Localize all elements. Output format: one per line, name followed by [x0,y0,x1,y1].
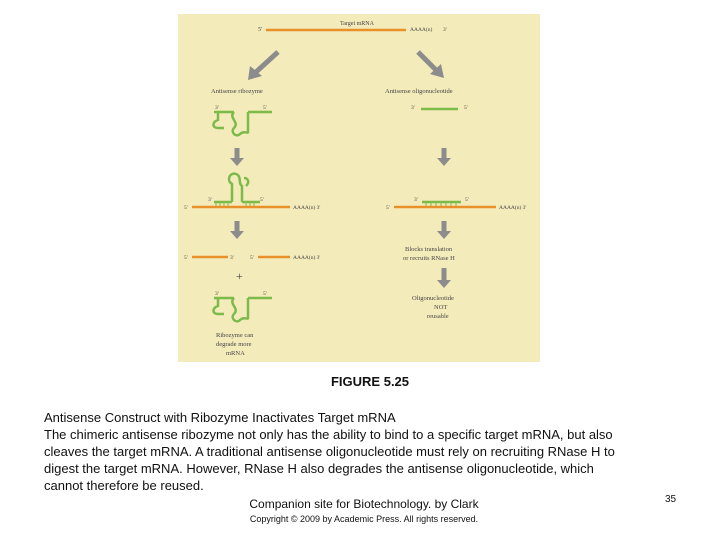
ribozyme-5prime-label: 5' [263,105,267,111]
cleaved-fragment-polya: AAAA(n) 3' [293,254,320,261]
top-5prime-label: 5' [258,27,262,33]
ribozyme-can-line2: degrade more [216,341,252,348]
oligo-3prime-label: 3' [411,105,415,111]
figure-label: FIGURE 5.25 [330,374,410,389]
ribozyme-base-pairs [215,203,255,206]
down-arrow-right-2 [437,221,451,239]
plus-sign: + [236,269,243,283]
bound-oligo-3prime: 3' [414,197,418,203]
ribozyme-can-line1: Ribozyme can [216,332,254,339]
diagram-canvas: Target mRNA 5' AAAA(n) 3' Antisense ribo… [184,21,526,357]
ribozyme-bound-structure [214,172,260,204]
top-3prime-label: 3' [443,27,447,33]
caption-title-line: Antisense Construct with Ribozyme Inacti… [44,410,396,425]
ribozyme-can-line3: mRNA [226,350,245,357]
bound-ribozyme-3prime: 3' [208,197,212,203]
caption-line-3: cleaves the target mRNA. A traditional a… [44,444,615,459]
antisense-ribozyme-structure [212,110,272,137]
footer-companion-site: Companion site for Biotechnology. by Cla… [249,497,479,511]
blocks-translation-line2: or recruits RNase H [403,255,455,262]
oligo-not-reusable-line3: reusable [427,313,449,320]
bound-ribozyme-5prime: 5' [260,197,264,203]
bound-oligo-5prime: 5' [465,197,469,203]
down-arrow-left-1 [230,148,244,166]
ribozyme-3prime-label: 3' [215,105,219,111]
down-arrow-left-2 [230,221,244,239]
figure-5-25-diagram: Target mRNA 5' AAAA(n) 3' Antisense ribo… [178,14,540,362]
antisense-oligo-heading: Antisense oligonucleotide [385,88,453,95]
caption-line-4: digest the target mRNA. However, RNase H… [44,461,594,476]
caption-line-2: The chimeric antisense ribozyme not only… [44,427,613,442]
oligo-base-pairs [425,203,457,206]
blocks-translation-line1: Blocks translation [405,246,453,253]
down-arrow-right-3 [437,268,451,288]
bound-mrna-right-5prime: 5' [386,205,390,211]
cleaved-fragment-right-5prime: 5' [250,255,254,261]
footer-copyright: Copyright © 2009 by Academic Press. All … [249,514,479,524]
released-ribozyme-5prime: 5' [263,291,267,297]
page-number: 35 [665,494,677,505]
released-ribozyme-3prime: 3' [215,291,219,297]
top-polya-label: AAAA(n) [410,26,432,33]
diagonal-arrow-right [416,50,444,78]
oligo-not-reusable-line2: NOT [434,304,447,311]
oligo-not-reusable-line1: Oligonucleotide [412,295,454,302]
figure-caption: Antisense Construct with Ribozyme Inacti… [44,409,684,494]
target-mrna-label: Target mRNA [340,21,375,27]
antisense-ribozyme-heading: Antisense ribozyme [211,88,263,95]
cleaved-fragment-3prime: 3' [230,255,234,261]
bound-mrna-left-5prime: 5' [184,205,188,211]
cleaved-mrna-5prime: 5' [184,255,188,261]
bound-mrna-right-polya: AAAA(n) 3' [499,204,526,211]
caption-line-5: cannot therefore be reused. [44,478,204,493]
down-arrow-right-1 [437,148,451,166]
diagonal-arrow-left [248,50,280,80]
released-ribozyme-structure [212,296,272,323]
oligo-5prime-label: 5' [464,105,468,111]
bound-mrna-left-polya: AAAA(n) 3' [293,204,320,211]
